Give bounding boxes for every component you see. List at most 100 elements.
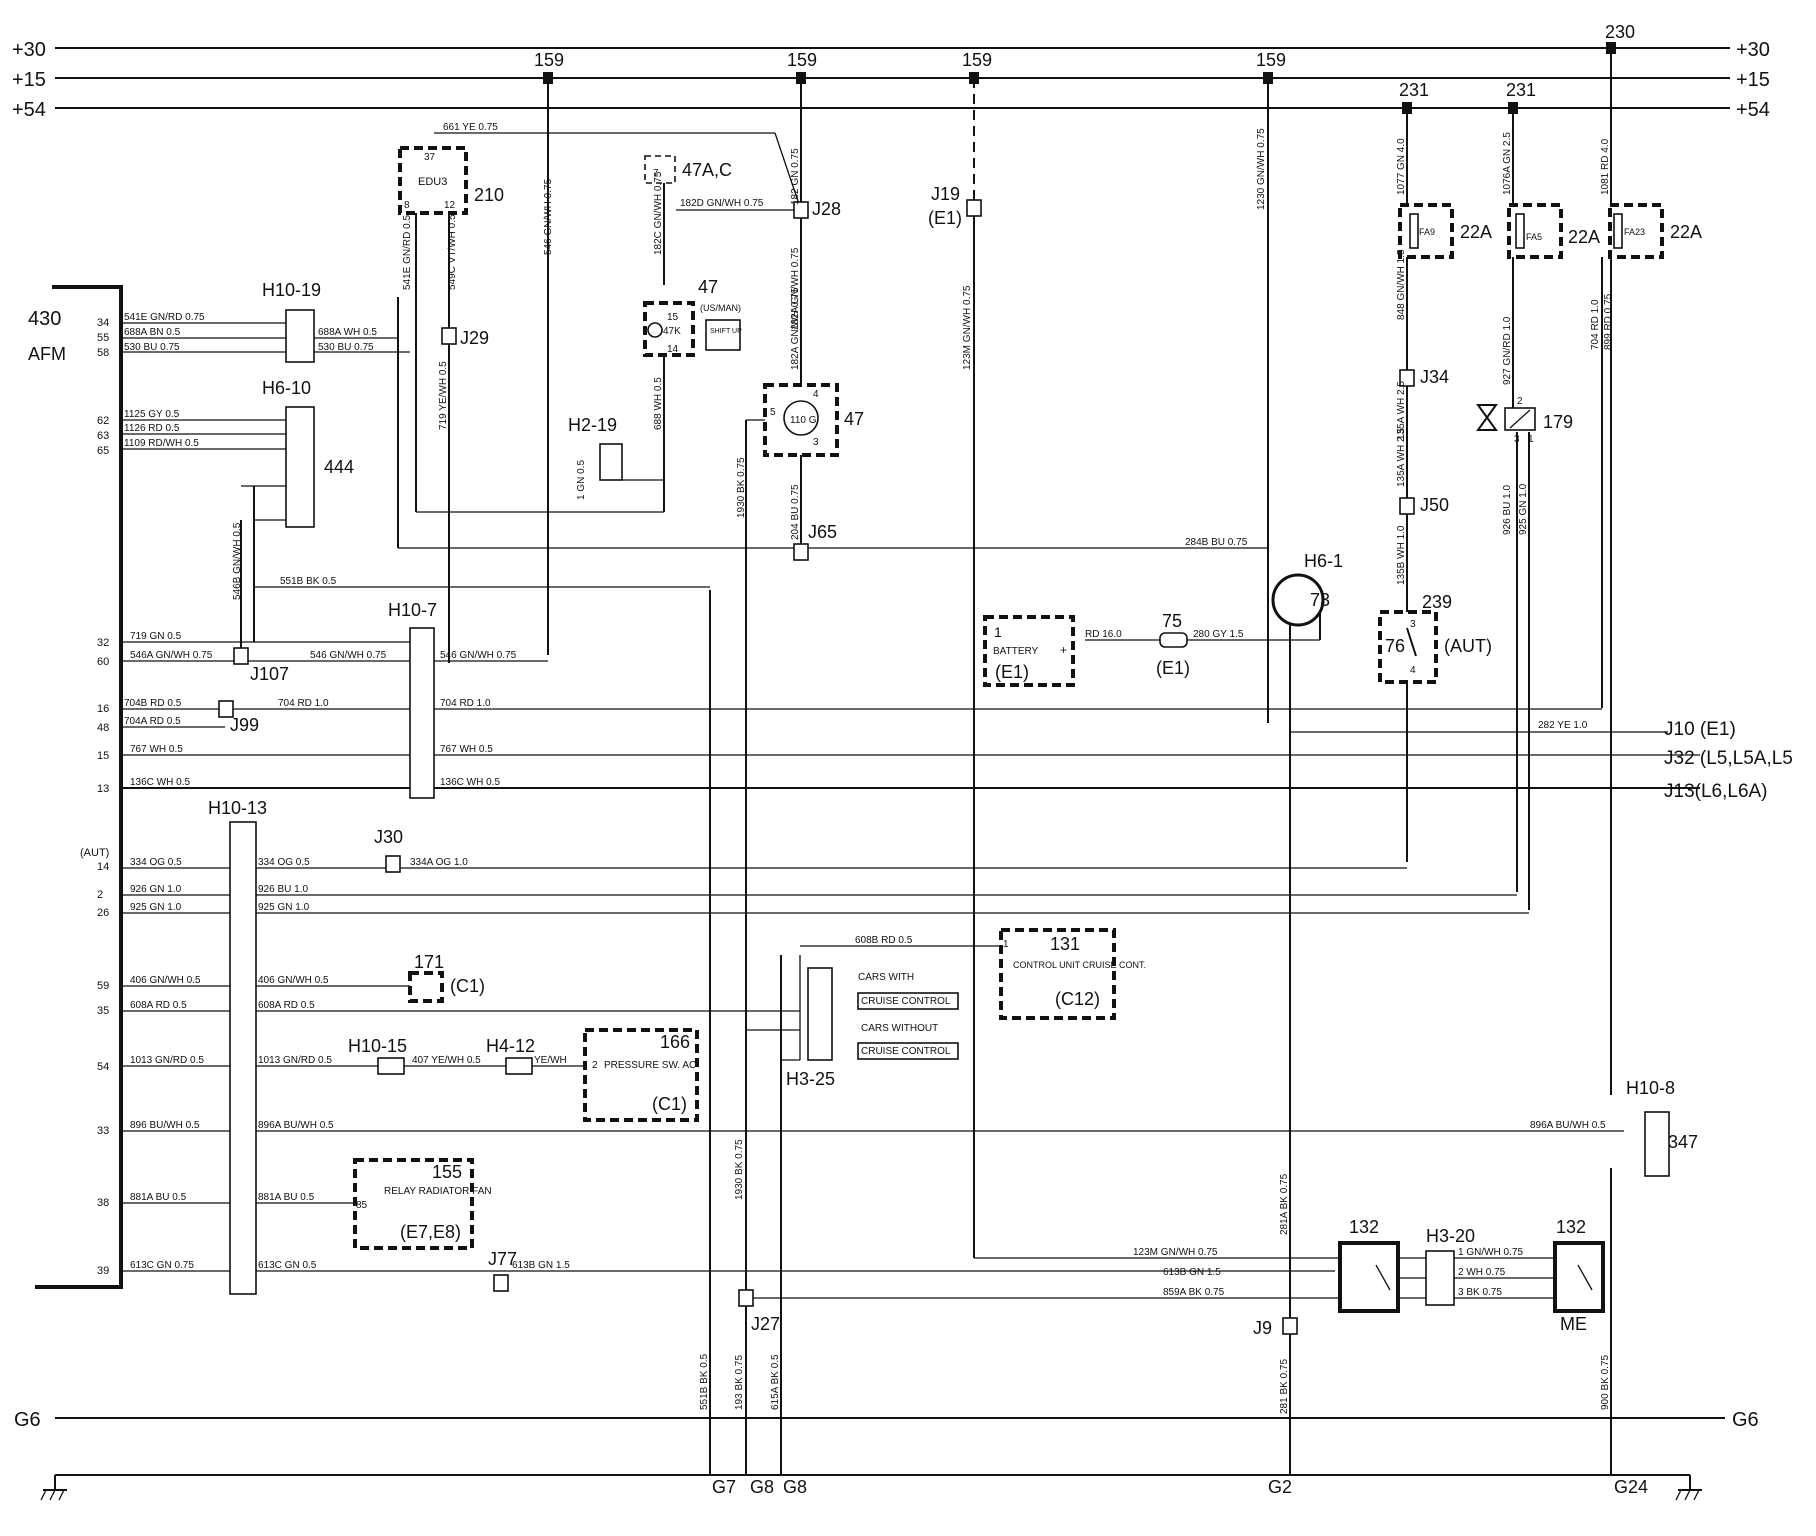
h3-20-strip bbox=[1425, 1250, 1455, 1306]
component-id: 47 bbox=[698, 277, 718, 297]
wire-label: 608A RD 0.5 bbox=[258, 1000, 315, 1011]
afm-pin: 65 bbox=[97, 445, 109, 457]
connector-label: H6-1 bbox=[1304, 551, 1343, 571]
h10-15-box bbox=[377, 1057, 405, 1075]
component-171-box bbox=[408, 971, 444, 1003]
wire-label: YE/WH bbox=[534, 1055, 567, 1066]
wire-label: 193 BK 0.75 bbox=[734, 1355, 745, 1410]
component-131-box bbox=[999, 928, 1116, 1020]
wire-label: 896 BU/WH 0.5 bbox=[130, 1120, 200, 1131]
connector-label: J27 bbox=[751, 1314, 780, 1334]
wire-label: 281A BK 0.75 bbox=[1279, 1173, 1290, 1235]
connector-label: J50 bbox=[1420, 495, 1449, 515]
wire-label: 719 GN 0.5 bbox=[130, 631, 182, 642]
component-id: 47 bbox=[844, 409, 864, 429]
j28-box bbox=[793, 201, 809, 219]
component-id: 22A bbox=[1460, 222, 1492, 242]
h10-7-strip bbox=[409, 627, 435, 799]
component-pin: 15 bbox=[667, 312, 679, 323]
j65-box bbox=[793, 543, 809, 561]
shift-up-switch-box bbox=[705, 319, 741, 351]
wire-label: 1 GN/WH 0.75 bbox=[1458, 1247, 1523, 1258]
wire-label: 406 GN/WH 0.5 bbox=[130, 975, 201, 986]
wire-label: 135A WH 2.5 bbox=[1396, 381, 1407, 440]
wire-label: 136C WH 0.5 bbox=[440, 777, 500, 788]
afm-pin: 39 bbox=[97, 1265, 109, 1277]
ground-label: G7 bbox=[712, 1477, 736, 1497]
j27-box bbox=[738, 1289, 754, 1307]
component-sub: ME bbox=[1560, 1314, 1587, 1334]
connector-label: J65 bbox=[808, 522, 837, 542]
afm-pin: 2 bbox=[97, 889, 103, 901]
connector-strips bbox=[218, 199, 1670, 1335]
wire-label: 1 GN 0.5 bbox=[576, 460, 587, 500]
wire-label: 281 BK 0.75 bbox=[1279, 1359, 1290, 1414]
wire-label: 182D GN/WH 0.75 bbox=[680, 198, 764, 209]
wire-label: 688 WH 0.5 bbox=[653, 377, 664, 430]
component-id: 132 bbox=[1556, 1217, 1586, 1237]
rail-g6-right-label: G6 bbox=[1732, 1409, 1759, 1431]
component-pin: 4 bbox=[1410, 665, 1416, 676]
afm-pin: 32 bbox=[97, 637, 109, 649]
component-pin: 5 bbox=[770, 407, 776, 418]
component-id: 166 bbox=[660, 1032, 690, 1052]
right-reference: J32 (L5,L5A,L5 bbox=[1664, 748, 1793, 769]
component-pin: 85 bbox=[356, 1200, 368, 1211]
top-ref-7: 230 bbox=[1605, 22, 1635, 42]
rail-54-label: +54 bbox=[12, 99, 46, 121]
connector-label: J29 bbox=[460, 328, 489, 348]
component-inner: EDU3 bbox=[418, 176, 447, 188]
wire-label: 546B GN/WH 0.5 bbox=[232, 522, 243, 600]
component-inner: RELAY RADIATOR FAN bbox=[384, 1186, 492, 1197]
h3-25-note: CRUISE CONTROL bbox=[861, 1046, 951, 1057]
wire-label: 899 RD 0.75 bbox=[1603, 293, 1614, 350]
rail-54-right-label: +54 bbox=[1736, 99, 1770, 121]
wire-label: 546 GN/WH 0.75 bbox=[543, 178, 554, 255]
ground-symbol-left bbox=[40, 1475, 67, 1501]
component-155-box bbox=[353, 1158, 474, 1250]
h6-10-strip bbox=[285, 406, 315, 528]
connector-label: J9 bbox=[1253, 1318, 1272, 1338]
component-pin: 12 bbox=[444, 200, 456, 211]
top-references: 159 159 159 159 231 231 230 bbox=[534, 22, 1635, 114]
vertical-wires bbox=[240, 48, 1612, 1475]
wire-label: 926 BU 1.0 bbox=[258, 884, 308, 895]
component-id: 131 bbox=[1050, 934, 1080, 954]
component-sub: (E1) bbox=[1156, 658, 1190, 678]
wire-label: 1077 GN 4.0 bbox=[1396, 138, 1407, 195]
connector-label: J30 bbox=[374, 827, 403, 847]
component-id: 132 bbox=[1349, 1217, 1379, 1237]
afm-pin: (AUT) bbox=[80, 847, 109, 859]
wire-label: 407 YE/WH 0.5 bbox=[412, 1055, 481, 1066]
wire-label: 551B BK 0.5 bbox=[699, 1353, 710, 1410]
connector-label: H10-13 bbox=[208, 798, 267, 818]
afm-name: AFM bbox=[28, 344, 66, 364]
afm-pin: 48 bbox=[97, 722, 109, 734]
gear-indicator-icon bbox=[783, 400, 819, 436]
connector-label: 347 bbox=[1668, 1132, 1698, 1152]
connector-label: H3-25 bbox=[786, 1069, 835, 1089]
right-reference: J10 (E1) bbox=[1664, 719, 1736, 740]
wire-label: 613B GN 1.5 bbox=[512, 1260, 570, 1271]
component-pin: 1 bbox=[1528, 434, 1534, 445]
connector-label: H10-19 bbox=[262, 280, 321, 300]
component-inner: 47K bbox=[663, 326, 681, 337]
ground-label: G24 bbox=[1614, 1477, 1648, 1497]
component-inner: 110 G bbox=[790, 415, 817, 426]
wire-label: 546 GN/WH 0.75 bbox=[440, 650, 517, 661]
wire-label: 926 BU 1.0 bbox=[1502, 485, 1513, 535]
wire-label: 406 GN/WH 0.5 bbox=[258, 975, 329, 986]
fuse-fa5-icon bbox=[1515, 213, 1525, 249]
component-inner: BATTERY bbox=[993, 646, 1039, 657]
ground-label: G8 bbox=[750, 1477, 774, 1497]
wire-label: 541E GN/RD 0.75 bbox=[124, 312, 205, 323]
wire-label: 1125 GY 0.5 bbox=[124, 409, 180, 420]
wire-label: 123M GN/WH 0.75 bbox=[962, 285, 973, 370]
component-sub: (C1) bbox=[652, 1094, 687, 1114]
wire-label: 182A GN/WH 0.75 bbox=[790, 247, 801, 330]
connector-label: J34 bbox=[1420, 367, 1449, 387]
h2-19-strip bbox=[599, 443, 623, 481]
wire-label: 613B GN 1.5 bbox=[1163, 1267, 1221, 1278]
wire-label: 334 OG 0.5 bbox=[258, 857, 310, 868]
